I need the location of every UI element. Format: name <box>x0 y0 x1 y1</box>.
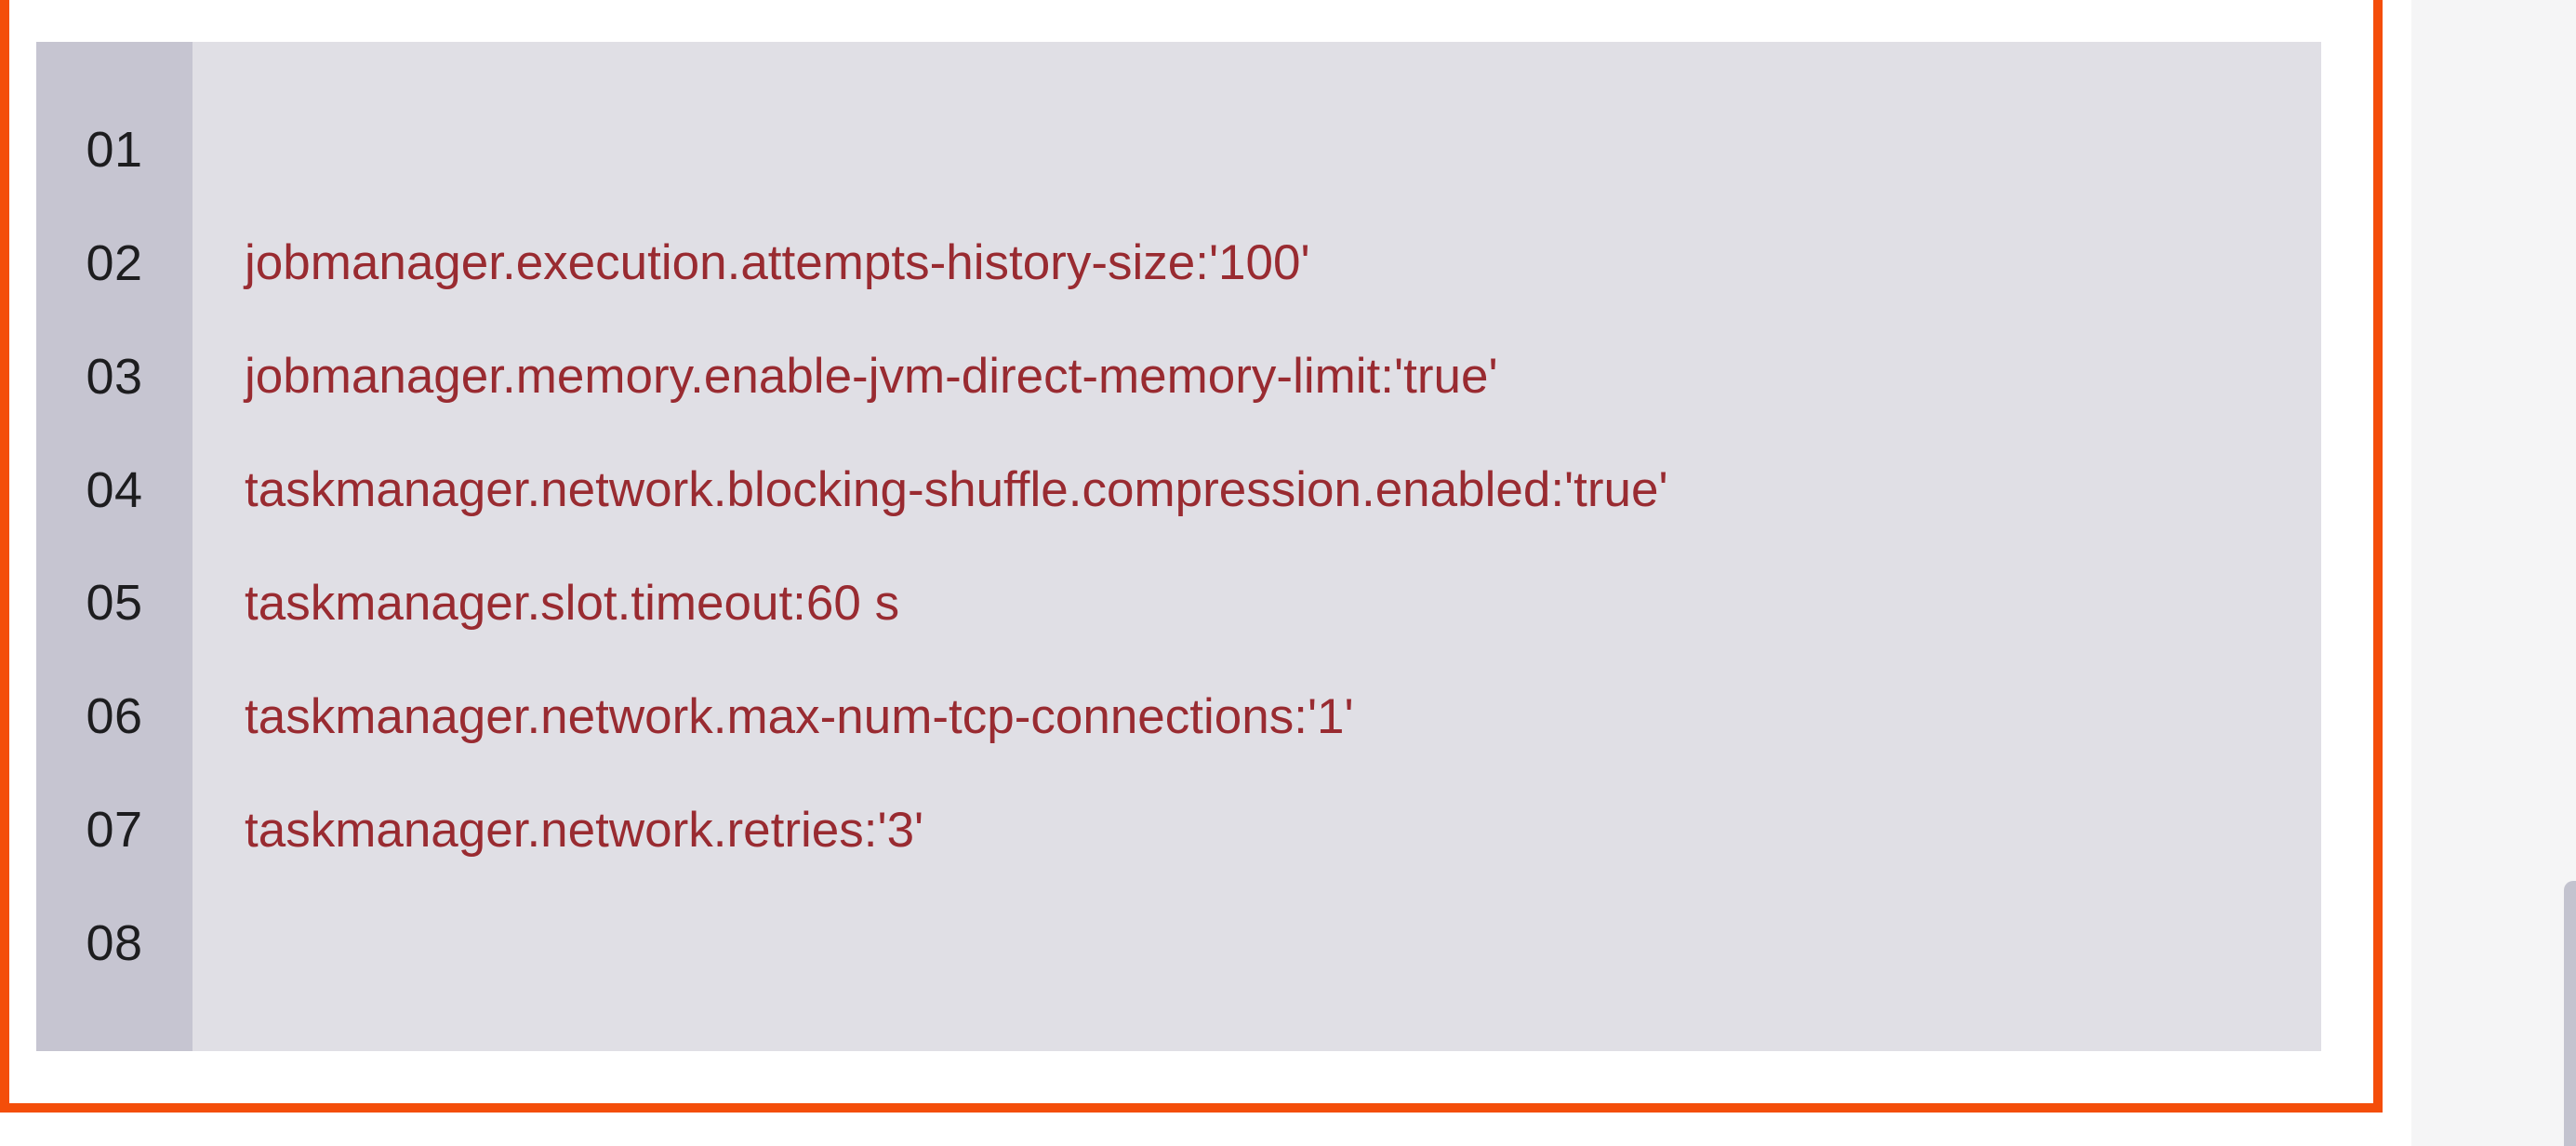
code-lines: jobmanager.execution.attempts-history-si… <box>193 42 2321 1051</box>
code-line: taskmanager.network.retries:'3' <box>245 802 924 858</box>
line-number: 08 <box>86 915 143 972</box>
code-line: jobmanager.execution.attempts-history-si… <box>245 235 1310 291</box>
annotation-highlight-border: 01 02 03 04 05 06 07 08 jobmanager.execution.at… <box>0 0 2383 1113</box>
code-line <box>245 93 2303 207</box>
line-number: 07 <box>86 802 143 859</box>
code-line <box>245 886 2303 1000</box>
line-number: 06 <box>86 688 143 745</box>
line-number: 01 <box>86 121 143 178</box>
code-block: 01 02 03 04 05 06 07 08 jobmanager.execution.at… <box>36 42 2321 1051</box>
line-number: 03 <box>86 348 143 405</box>
line-number: 04 <box>86 461 143 518</box>
code-line: taskmanager.network.max-num-tcp-connecti… <box>245 688 1354 744</box>
scrollbar-thumb[interactable] <box>2564 881 2576 1146</box>
code-line: taskmanager.network.blocking-shuffle.com… <box>245 462 1668 518</box>
code-line: jobmanager.memory.enable-jvm-direct-memo… <box>245 349 1498 405</box>
code-line: taskmanager.slot.timeout:60 s <box>245 575 900 631</box>
right-side-panel <box>2411 0 2576 1146</box>
line-number: 05 <box>86 575 143 632</box>
line-number-gutter: 01 02 03 04 05 06 07 08 <box>36 42 193 1051</box>
line-number: 02 <box>86 234 143 291</box>
